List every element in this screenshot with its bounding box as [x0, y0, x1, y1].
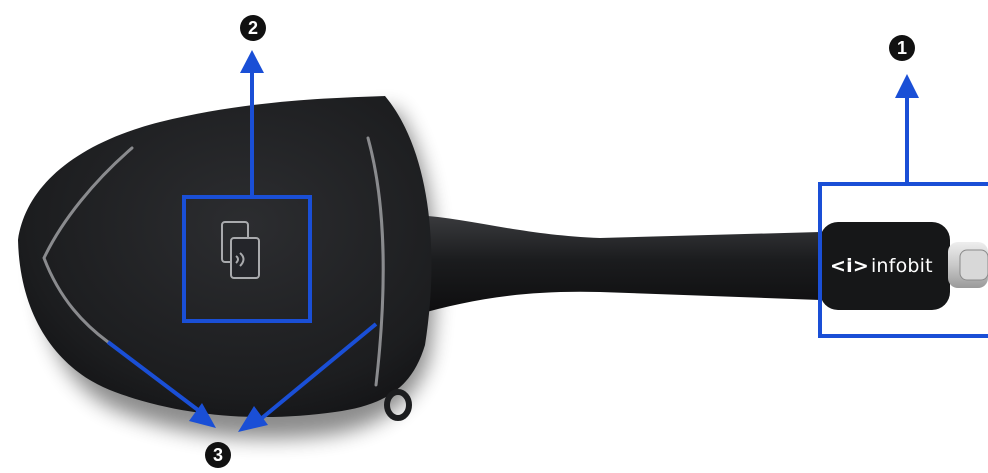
brand-name: infobit — [871, 255, 933, 277]
callout-number-1: 1 — [889, 35, 915, 61]
callout-number-3: 3 — [205, 442, 231, 468]
callout-number-2: 2 — [240, 15, 266, 41]
arrow-1-head — [895, 74, 919, 98]
usb-c-plug-inner — [960, 250, 988, 280]
brand-logo: <i>infobit — [830, 255, 933, 277]
brand-mark: <i> — [830, 255, 869, 277]
device-cable — [415, 215, 820, 315]
arrow-2-head — [240, 50, 264, 73]
